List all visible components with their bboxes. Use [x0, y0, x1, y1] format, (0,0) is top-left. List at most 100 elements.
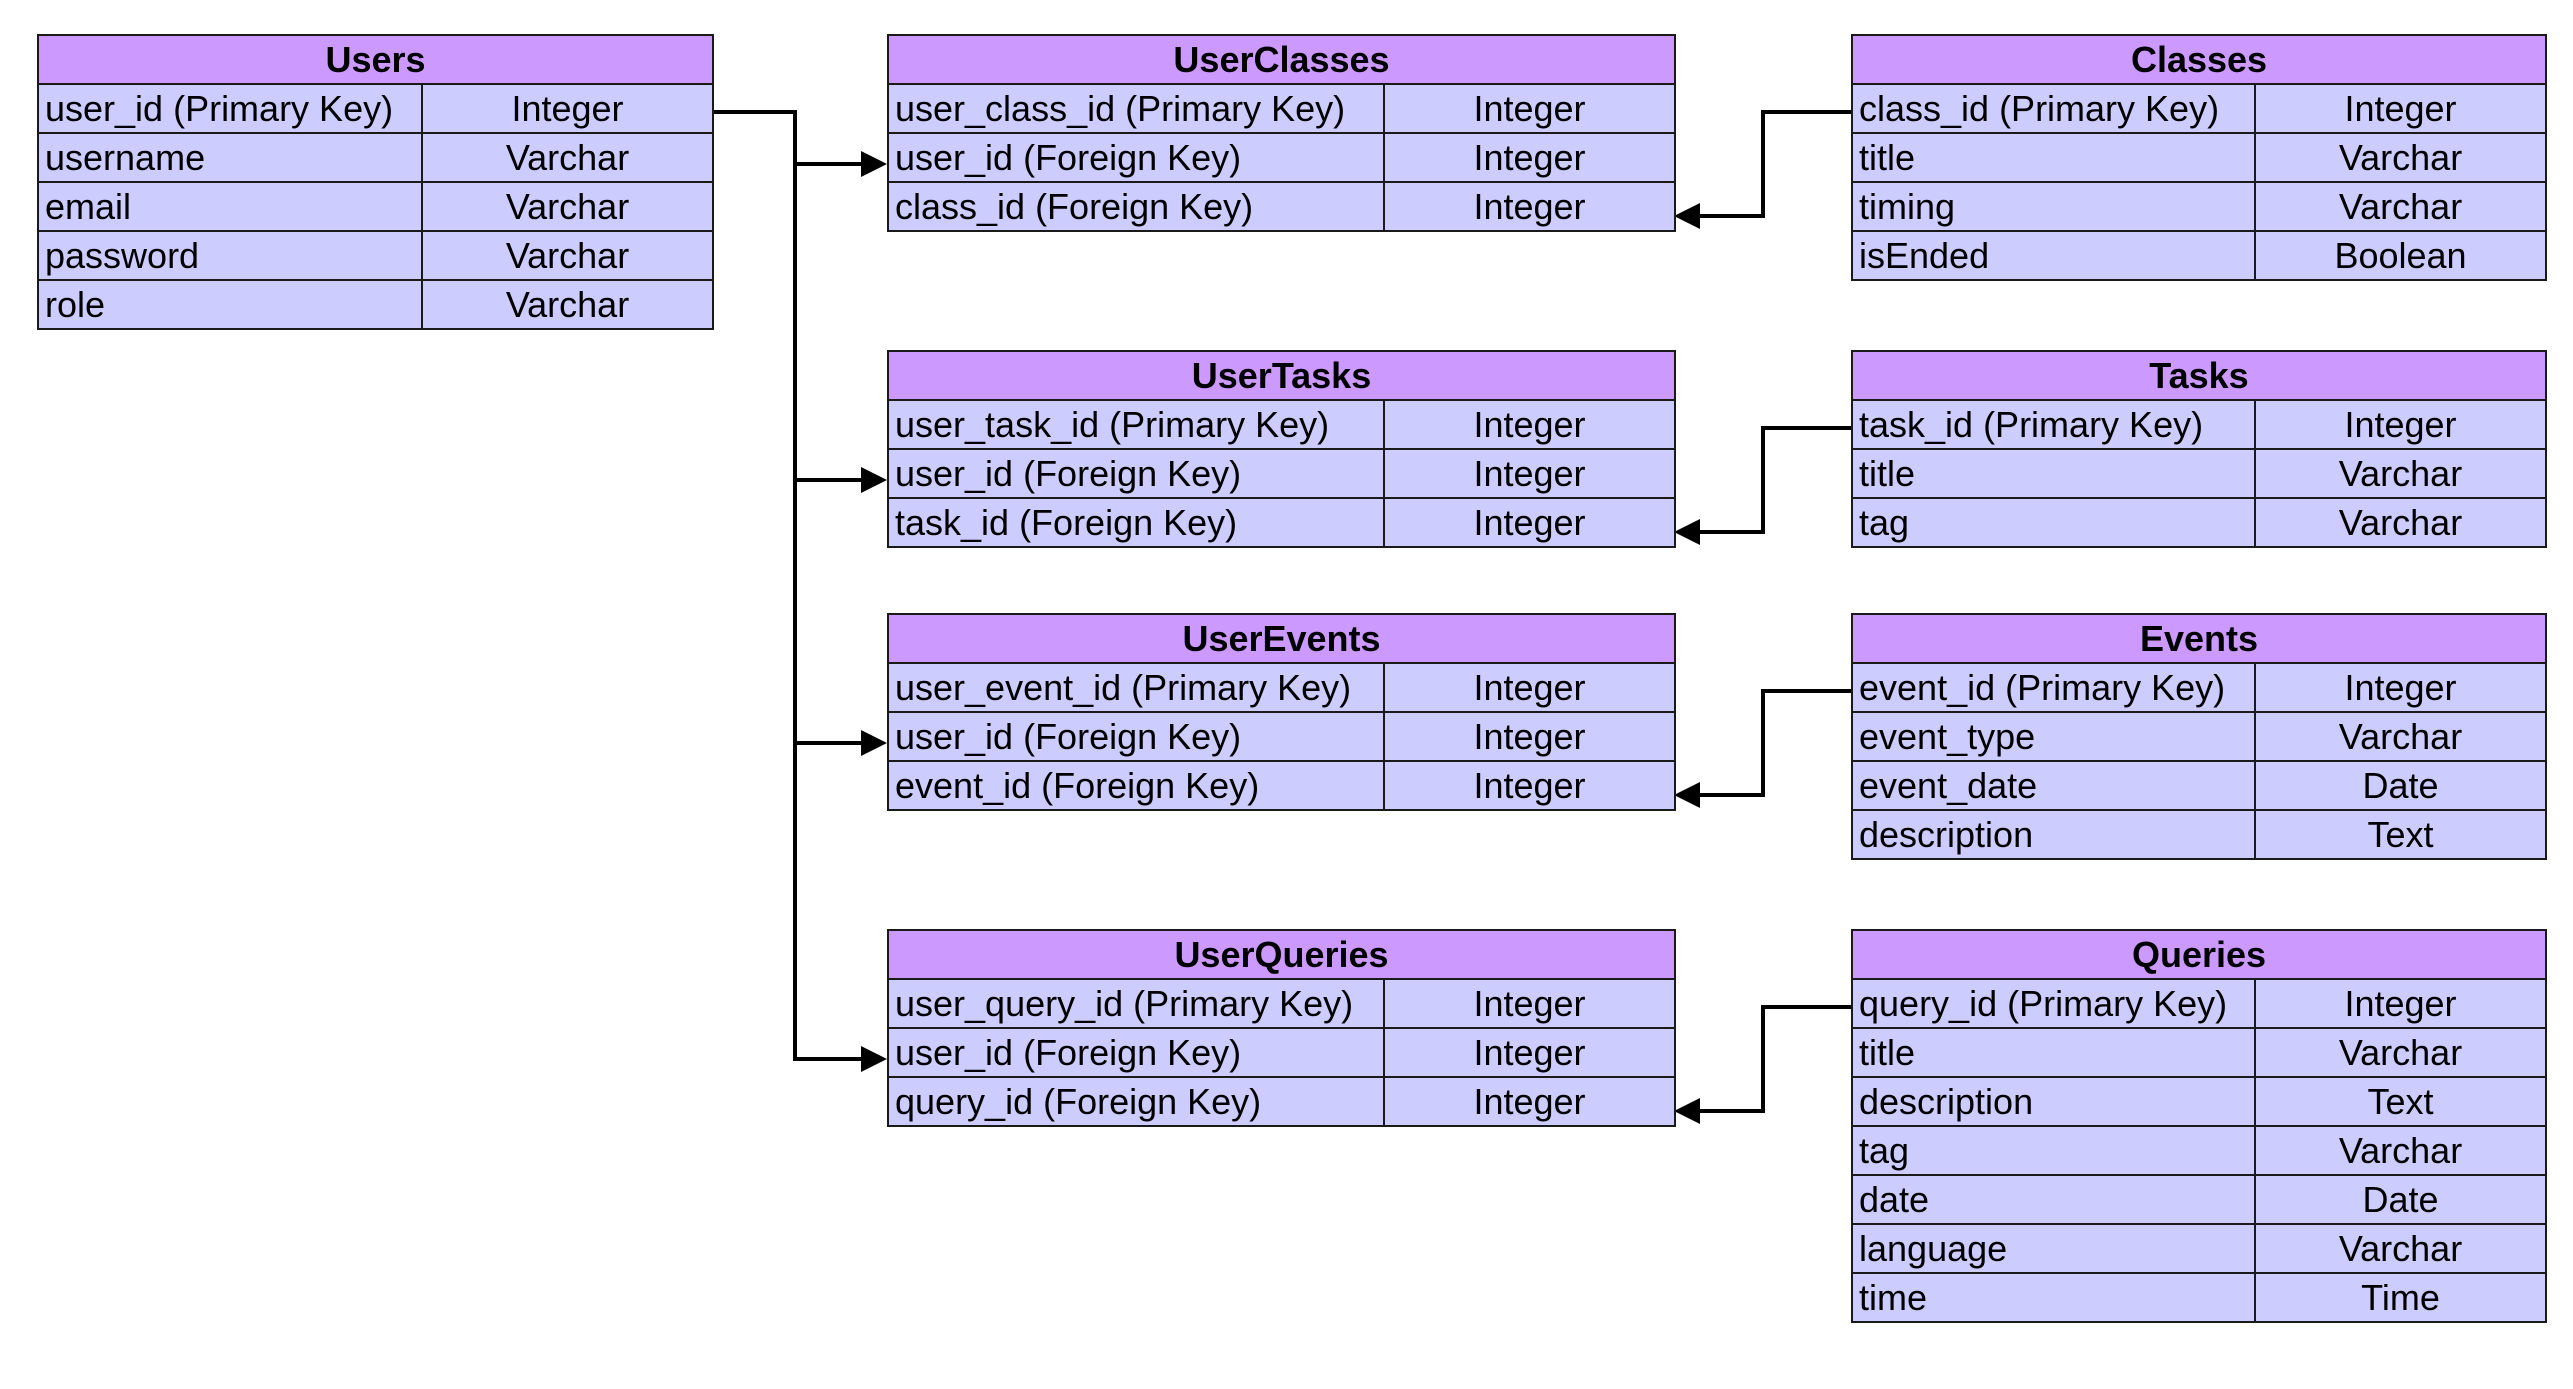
field-row: task_id (Foreign Key)Integer: [887, 497, 1676, 548]
relation-line-users-usertasks: [712, 110, 865, 482]
field-type: Varchar: [2253, 1027, 2548, 1078]
field-name: tag: [1851, 497, 2256, 548]
field-name: username: [37, 132, 423, 183]
relation-line-users-userevents: [712, 110, 865, 745]
field-row: user_id (Foreign Key)Integer: [887, 711, 1677, 762]
field-type: Integer: [1383, 448, 1676, 499]
field-type: Varchar: [420, 181, 715, 232]
field-name: event_date: [1851, 760, 2256, 811]
table-title: Queries: [1850, 929, 2548, 980]
field-name: date: [1851, 1174, 2256, 1225]
table-header-row: Events: [1851, 613, 2547, 664]
arrowhead-icon: [861, 151, 887, 177]
arrowhead-icon: [861, 467, 887, 493]
arrowhead-icon: [1674, 1098, 1700, 1124]
field-row: user_id (Foreign Key)Integer: [887, 448, 1676, 499]
field-row: event_id (Foreign Key)Integer: [887, 760, 1677, 811]
field-type: Date: [2254, 760, 2547, 811]
table-header-row: UserClasses: [886, 34, 1677, 85]
field-type: Varchar: [2253, 1125, 2548, 1176]
relation-line-tasks-usertasks: [1696, 426, 1851, 534]
field-name: user_query_id (Primary Key): [887, 978, 1385, 1029]
field-name: time: [1851, 1272, 2256, 1323]
table-title: UserQueries: [887, 929, 1676, 980]
field-name: user_id (Foreign Key): [887, 1027, 1385, 1078]
field-type: Integer: [1382, 760, 1677, 811]
field-type: Integer: [1382, 662, 1677, 713]
table-title: UserTasks: [887, 350, 1676, 401]
field-name: role: [37, 279, 423, 330]
field-type: Integer: [1383, 497, 1676, 548]
field-name: class_id (Primary Key): [1851, 83, 2256, 134]
table-title: UserEvents: [886, 613, 1677, 664]
field-row: class_id (Primary Key)Integer: [1851, 83, 2548, 134]
field-type: Time: [2253, 1272, 2548, 1323]
table-header-row: Users: [36, 34, 715, 85]
table-header-row: Queries: [1850, 929, 2548, 980]
field-name: email: [37, 181, 423, 232]
field-type: Integer: [1382, 132, 1677, 183]
field-row: event_id (Primary Key)Integer: [1851, 662, 2547, 713]
field-name: user_task_id (Primary Key): [887, 399, 1385, 450]
table-title: Users: [36, 34, 715, 85]
field-type: Integer: [1383, 978, 1676, 1029]
field-name: event_type: [1851, 711, 2256, 762]
field-type: Varchar: [2253, 1223, 2548, 1274]
arrowhead-icon: [861, 730, 887, 756]
field-name: title: [1851, 1027, 2256, 1078]
field-type: Text: [2254, 809, 2547, 860]
arrowhead-icon: [1674, 203, 1700, 229]
field-row: user_class_id (Primary Key)Integer: [887, 83, 1677, 134]
field-type: Integer: [2254, 399, 2547, 450]
field-name: tag: [1851, 1125, 2256, 1176]
field-name: timing: [1851, 181, 2256, 232]
field-type: Integer: [420, 83, 715, 134]
field-row: user_id (Primary Key)Integer: [37, 83, 715, 134]
arrowhead-icon: [861, 1046, 887, 1072]
table-header-row: Tasks: [1851, 350, 2547, 401]
relation-line-events-userevents: [1696, 689, 1851, 797]
field-name: user_class_id (Primary Key): [887, 83, 1385, 134]
field-name: user_id (Foreign Key): [887, 711, 1385, 762]
field-type: Integer: [1383, 399, 1676, 450]
field-row: query_id (Foreign Key)Integer: [887, 1076, 1676, 1127]
arrowhead-icon: [1674, 782, 1700, 808]
table-header-row: Classes: [1850, 34, 2548, 85]
field-type: Integer: [1382, 83, 1677, 134]
field-type: Integer: [1382, 181, 1677, 232]
field-type: Integer: [2253, 978, 2548, 1029]
field-name: query_id (Primary Key): [1851, 978, 2256, 1029]
field-name: user_event_id (Primary Key): [887, 662, 1385, 713]
table-title: Classes: [1850, 34, 2548, 85]
relation-line-classes-userclasses: [1696, 110, 1851, 218]
field-row: task_id (Primary Key)Integer: [1851, 399, 2547, 450]
field-type: Varchar: [420, 230, 715, 281]
field-name: user_id (Foreign Key): [887, 132, 1385, 183]
field-name: user_id (Foreign Key): [887, 448, 1385, 499]
field-name: event_id (Primary Key): [1851, 662, 2256, 713]
field-name: task_id (Foreign Key): [887, 497, 1385, 548]
field-row: user_task_id (Primary Key)Integer: [887, 399, 1676, 450]
field-type: Integer: [1383, 1027, 1676, 1078]
table-title: Tasks: [1851, 350, 2547, 401]
field-row: user_event_id (Primary Key)Integer: [887, 662, 1677, 713]
